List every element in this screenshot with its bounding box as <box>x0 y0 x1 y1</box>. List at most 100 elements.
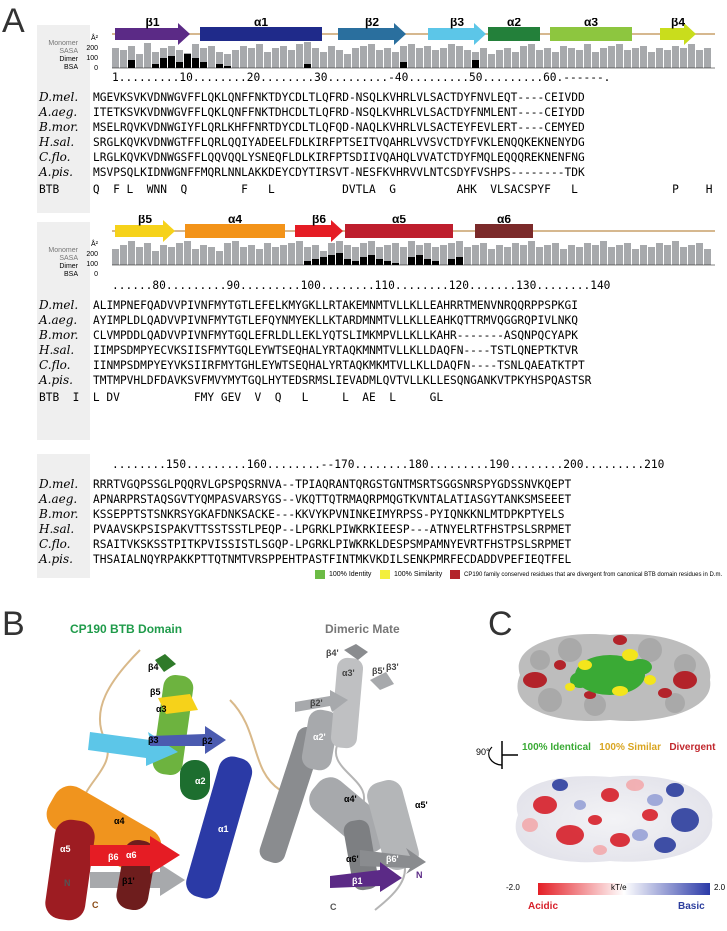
helix-alpha2 <box>180 760 210 800</box>
divergent-label: Divergent <box>669 742 716 753</box>
sasa-bar <box>232 50 239 68</box>
sasa-bar <box>584 44 591 68</box>
sasa-bar <box>568 48 575 68</box>
sasa-bar <box>528 241 535 265</box>
helix-1 <box>200 27 322 41</box>
sasa-bar <box>600 241 607 265</box>
sasa-bar <box>240 247 247 265</box>
sasa-bar <box>632 249 639 265</box>
bsa-bar <box>384 261 391 265</box>
divergent-swatch <box>450 570 460 579</box>
sequence: AYIMPLDLQADVVPIVNFMYTGTLEFQYNMYEKLLKTARD… <box>93 314 578 327</box>
bsa-bar <box>224 66 231 68</box>
helix-4 <box>475 224 533 238</box>
sasa-bar <box>704 249 711 265</box>
block2-sasa-labels: Monomer SASA Dimer BSA <box>40 247 78 279</box>
structure-cartoon: β4 β5 α3 β2 β3 α2 α1 α4 α5 α6 β6 β1' N C… <box>45 644 428 921</box>
sasa-bar <box>152 251 159 265</box>
bsa-bar <box>152 64 159 68</box>
bsa-bar <box>416 255 423 265</box>
bsa-bar <box>216 64 223 68</box>
bsa-bar <box>128 60 135 68</box>
ss-label: β2 <box>365 18 379 29</box>
block2-ruler: ......80.........90.........100........1… <box>112 279 611 292</box>
sasa-bar <box>384 245 391 265</box>
bsa-bar <box>176 62 183 68</box>
sasa-bar <box>224 243 231 265</box>
sequence: MGEVKSVKVDNWGVFFLQKLQNFFNKTDYCDLTLQFRD-N… <box>93 91 585 104</box>
lbl-alpha3p: α3' <box>342 668 355 678</box>
lbl-N-right: N <box>416 870 423 880</box>
sasa-bar <box>272 247 279 265</box>
sasa-bar <box>632 48 639 68</box>
sasa-bar <box>216 251 223 265</box>
lbl-C-left: C <box>92 900 99 910</box>
legend-identity: 100% Identity <box>315 570 371 579</box>
strand-beta5 <box>158 694 198 714</box>
strand-beta4 <box>155 654 176 672</box>
block3-gray-band <box>37 454 90 578</box>
sasa-bar <box>512 52 519 68</box>
species-label: A.pis. <box>39 165 73 179</box>
tick-0: 0 <box>94 271 98 278</box>
sasa-bar <box>648 52 655 68</box>
sasa-bar <box>408 241 415 265</box>
sasa-bar <box>648 247 655 265</box>
block1-ruler: 1.........10........20........30........… <box>112 71 611 84</box>
sasa-bar <box>512 243 519 265</box>
sasa-bar <box>224 54 231 68</box>
species-label: D.mel. <box>39 298 79 312</box>
lbl-beta3p: β3' <box>386 662 399 672</box>
sasa-bar <box>152 52 159 68</box>
sasa-bar <box>296 241 303 265</box>
block1-consensus: BTB Q F L WNN Q F L DVTLA G AHK VLSACSPY… <box>39 183 713 196</box>
sasa-bar <box>336 50 343 68</box>
sasa-bar <box>432 50 439 68</box>
unit-label: Å² <box>91 241 98 248</box>
sasa-bar <box>216 52 223 68</box>
electrostatic-scale: -2.0 2.0 kT/e Acidic Basic <box>506 883 725 923</box>
label-sasa: SASA <box>59 48 78 55</box>
sequence: RSAITVKSKSSTPITKPVISSISTLSGQP-LPGRKLPIWK… <box>93 538 572 551</box>
sasa-bar <box>536 247 543 265</box>
ss-label: β6 <box>312 215 326 226</box>
surface-legend: 100% Identical 100% Similar Divergent <box>522 742 715 753</box>
sasa-bar <box>608 247 615 265</box>
sasa-bar <box>504 48 511 68</box>
label-bsa: BSA <box>63 64 78 71</box>
tick-0: 0 <box>94 65 98 72</box>
sasa-bar <box>176 243 183 265</box>
sasa-bar <box>128 241 135 265</box>
lbl-alpha1: α1 <box>218 824 229 834</box>
label-monomer: Monomer <box>48 40 78 47</box>
sequence: ITETKSVKVDNWGVFFLQKLQNFFNKTDHCDLTLQFRD-N… <box>93 106 585 119</box>
sasa-bar <box>368 241 375 265</box>
sasa-bar <box>688 245 695 265</box>
label-dimer: Dimer <box>59 263 78 270</box>
sasa-bar <box>240 46 247 68</box>
sasa-bar <box>344 54 351 68</box>
sasa-bar <box>680 247 687 265</box>
sasa-bar <box>624 243 631 265</box>
sasa-bar <box>560 249 567 265</box>
lbl-beta4: β4 <box>148 662 159 672</box>
sequence: MSELRQVKVDNWGIYFLQRLKHFFNRTDYCDLTLQFQD-N… <box>93 121 585 134</box>
bsa-bar <box>320 257 327 265</box>
lbl-alpha5p: α5' <box>415 800 428 810</box>
sasa-bar <box>672 241 679 265</box>
sasa-bar <box>208 46 215 68</box>
sasa-bar <box>312 245 319 265</box>
sasa-bar <box>488 249 495 265</box>
sasa-bar <box>192 249 199 265</box>
sasa-bar <box>128 46 135 68</box>
btb-domain-title: CP190 BTB Domain <box>70 622 183 636</box>
sasa-bar <box>600 48 607 68</box>
sasa-bar <box>472 245 479 265</box>
sasa-bar <box>520 245 527 265</box>
sasa-bar <box>696 243 703 265</box>
lbl-beta1: β1 <box>352 876 363 886</box>
sasa-bar <box>136 247 143 265</box>
identity-swatch <box>315 570 325 579</box>
sasa-bar <box>392 243 399 265</box>
sequence: ALIMPNEFQADVVPIVNFMYTGTLEFELKMYGKLLRTAKE… <box>93 299 578 312</box>
